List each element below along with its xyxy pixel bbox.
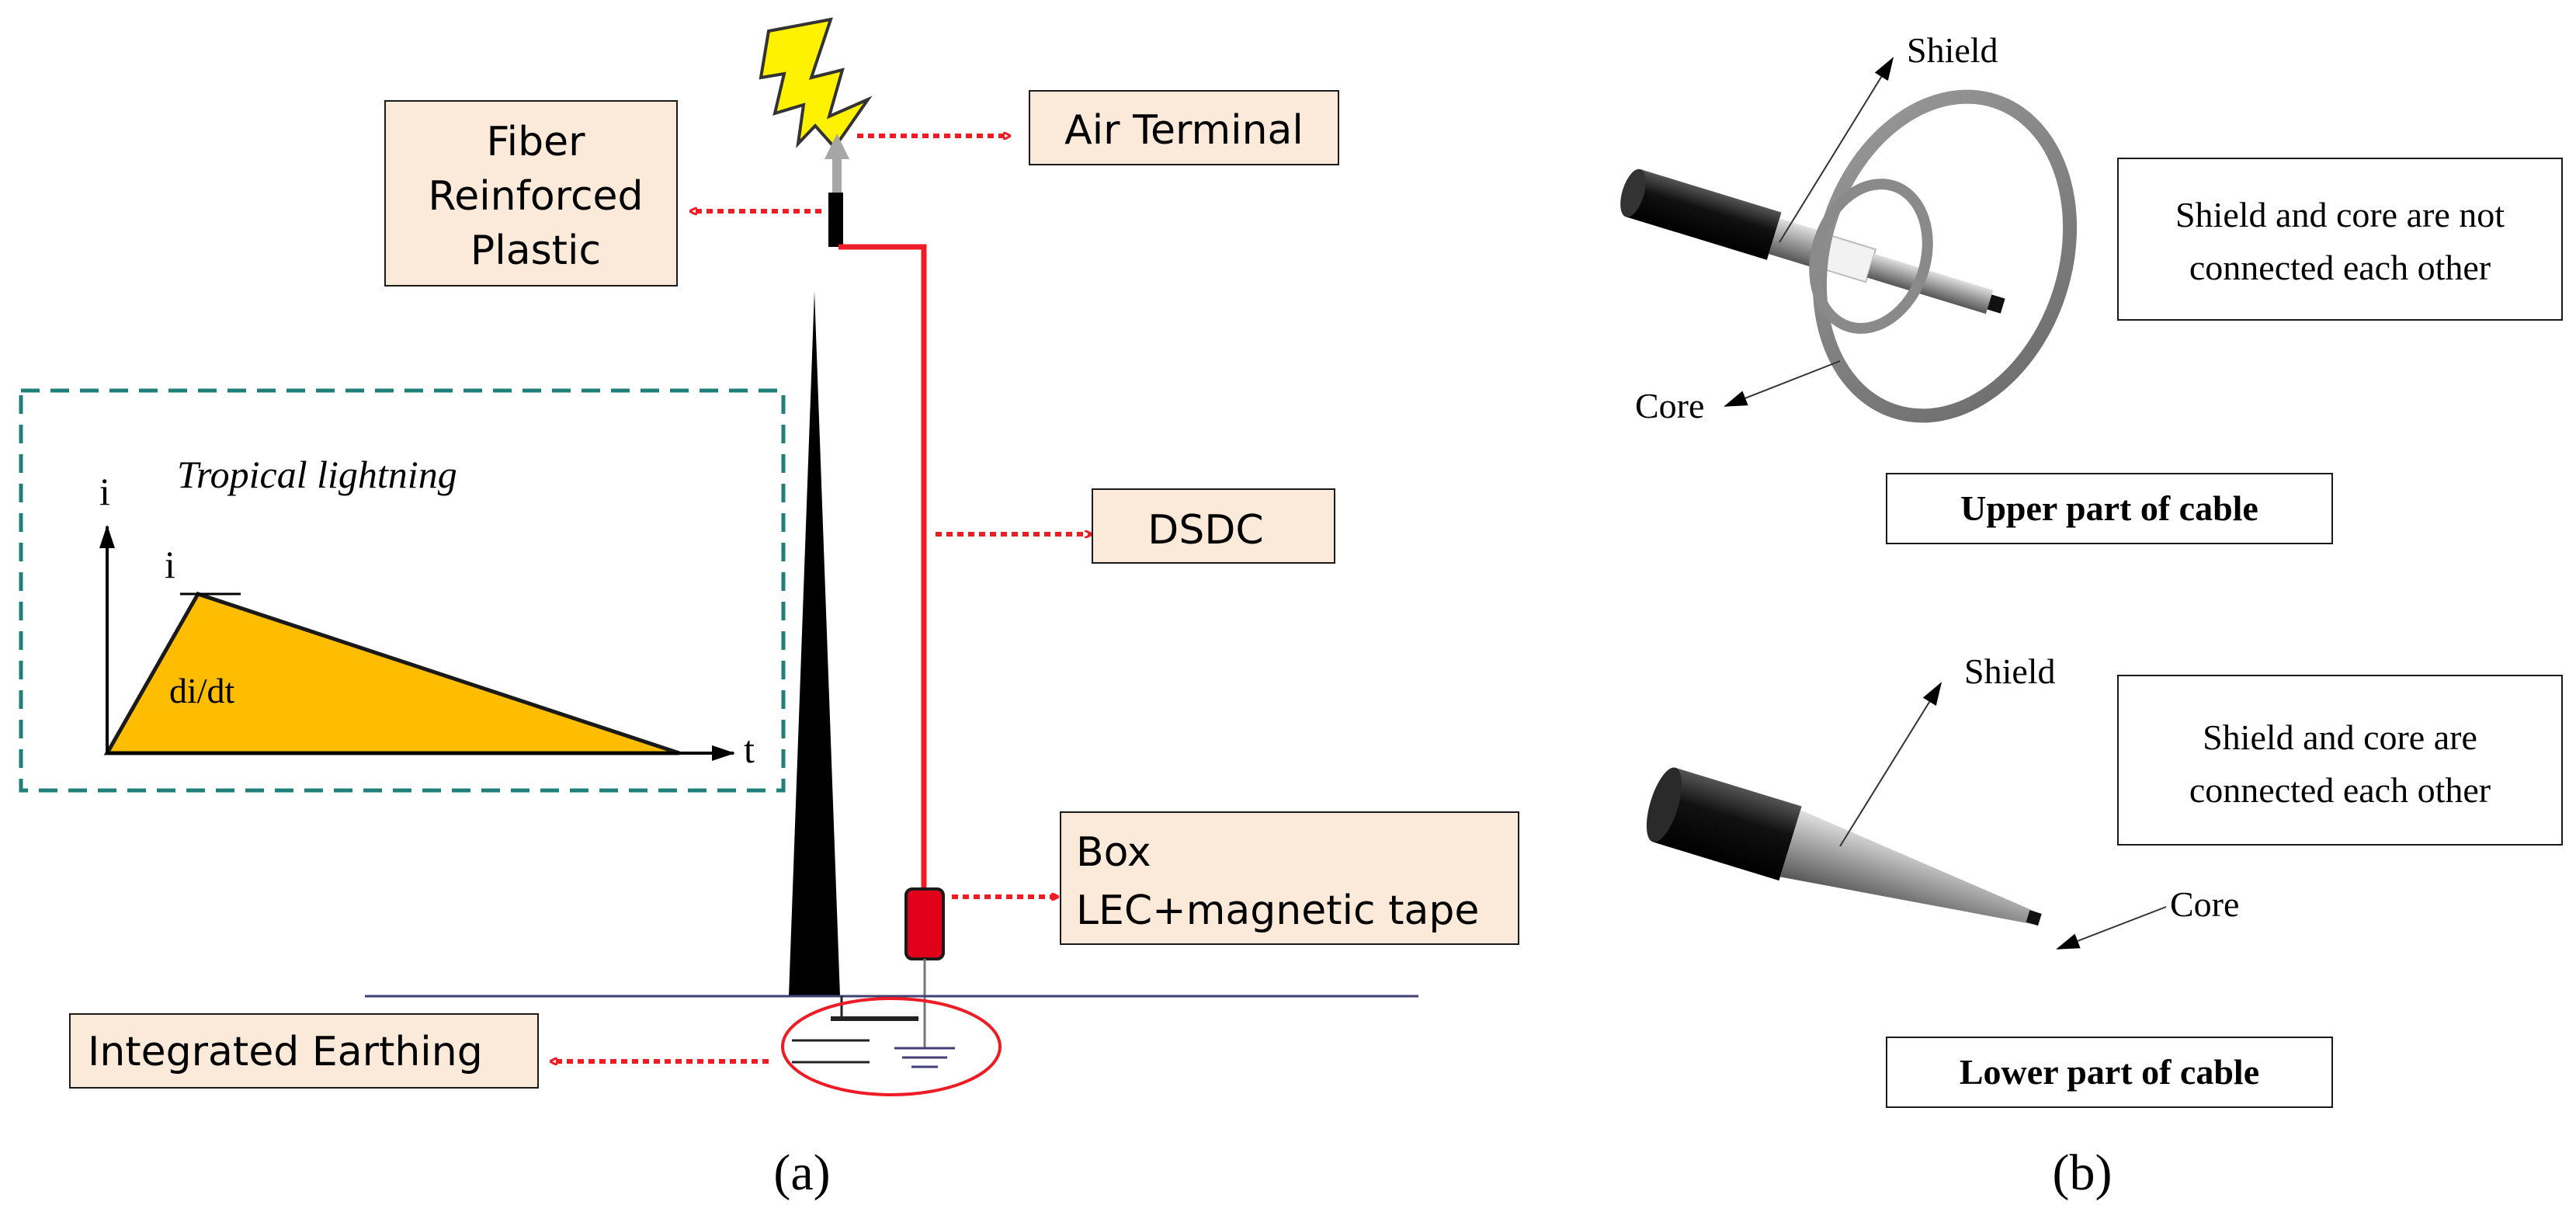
lower-caption: Lower part of cable	[1960, 1052, 2259, 1092]
inset-dashed-frame	[19, 388, 786, 793]
frp-label-line1: Fiber	[487, 119, 586, 165]
earthing-symbols	[792, 996, 955, 1068]
dsdc-box	[1092, 488, 1335, 564]
earthing-box	[69, 1013, 539, 1089]
peak-label: i	[165, 543, 175, 586]
frp-segment	[828, 193, 843, 247]
frp-label-line2: Reinforced	[428, 173, 643, 220]
lower-cable-illustration	[1646, 767, 2042, 926]
upper-caption-box	[1886, 473, 2333, 544]
lower-caption-box	[1886, 1037, 2333, 1108]
upper-core-label: Core	[1635, 386, 1704, 425]
panel-a-caption: (a)	[773, 1144, 830, 1201]
lower-shield-label: Shield	[1964, 651, 2056, 691]
upper-caption: Upper part of cable	[1960, 488, 2258, 528]
tropical-lightning-inset: Tropical lightning i i di/dt t	[19, 388, 786, 793]
inset-title: Tropical lightning	[177, 453, 457, 496]
lower-core-label: Core	[2170, 884, 2239, 924]
lightning-bolt-icon	[759, 17, 873, 151]
panel-b: Shield Core Shield and core are not conn…	[1620, 30, 2563, 1201]
lower-core-pointer	[2056, 906, 2167, 950]
x-axis-label: t	[744, 728, 755, 771]
upper-cable-illustration	[1620, 89, 2078, 423]
air-terminal-box	[1029, 90, 1339, 165]
lec-label-line1: Box	[1076, 829, 1151, 876]
panel-b-caption: (b)	[2053, 1144, 2113, 1201]
lower-note-line2: connected each other	[2189, 770, 2491, 810]
lec-label-line2: LEC+magnetic tape	[1076, 887, 1479, 934]
lower-note-line1: Shield and core are	[2203, 717, 2477, 757]
air-terminal-tip-icon	[825, 134, 849, 159]
panel-a: Air Terminal Fiber Reinforced Plastic DS…	[19, 17, 1519, 1201]
lower-shield-pointer	[1839, 682, 1942, 847]
air-terminal-label: Air Terminal	[1064, 107, 1304, 154]
upper-core-pointer	[1724, 360, 1841, 407]
lec-box	[904, 887, 945, 960]
air-terminal-rod	[832, 151, 842, 198]
upper-note-box	[2117, 158, 2563, 321]
lec-label-box	[1060, 811, 1519, 945]
frp-box	[384, 100, 678, 287]
dsdc-conductor	[838, 244, 927, 889]
earthing-label: Integrated Earthing	[88, 1029, 483, 1075]
frp-label-line3: Plastic	[470, 227, 601, 274]
upper-shield-pointer	[1779, 57, 1894, 243]
lower-note-box	[2117, 675, 2563, 846]
dsdc-label: DSDC	[1147, 507, 1263, 554]
tower	[789, 291, 840, 996]
upper-note-line2: connected each other	[2189, 248, 2491, 287]
y-axis-label: i	[99, 470, 110, 513]
earthing-highlight-ellipse	[781, 997, 1002, 1096]
upper-note-line1: Shield and core are not	[2175, 195, 2505, 234]
slope-label: di/dt	[169, 671, 235, 710]
upper-shield-label: Shield	[1907, 30, 1998, 70]
